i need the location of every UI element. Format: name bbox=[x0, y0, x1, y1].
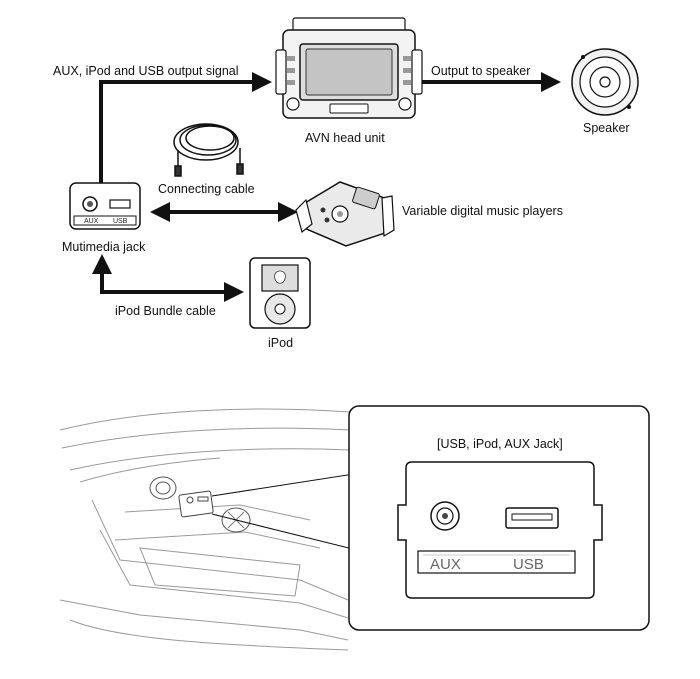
music-player-icon bbox=[295, 181, 395, 247]
signal-arrows bbox=[92, 72, 561, 302]
multimedia-jack-icon: AUX USB bbox=[69, 182, 141, 230]
label-ipod-bundle-cable: iPod Bundle cable bbox=[115, 304, 216, 318]
detail-usb-label: USB bbox=[513, 556, 544, 573]
console-sketch bbox=[59, 408, 351, 651]
label-variable-players: Variable digital music players bbox=[402, 204, 563, 218]
jack-aux-label: AUX bbox=[84, 218, 99, 225]
avn-head-unit bbox=[275, 17, 423, 119]
label-speaker: Speaker bbox=[583, 121, 630, 135]
diagram-labels: AUX, iPod and USB output signal Output t… bbox=[53, 64, 630, 350]
label-output-to-speaker: Output to speaker bbox=[431, 64, 530, 78]
detail-aux-label: AUX bbox=[430, 556, 461, 573]
ipod-icon bbox=[249, 257, 311, 329]
connecting-cable-icon bbox=[173, 123, 244, 177]
arrow-jack-to-head-unit bbox=[99, 72, 272, 183]
label-connecting-cable: Connecting cable bbox=[158, 182, 255, 196]
detail-title: [USB, iPod, AUX Jack] bbox=[437, 437, 563, 451]
label-multimedia-jack: Mutimedia jack bbox=[62, 240, 146, 254]
jack-usb-label: USB bbox=[113, 218, 128, 225]
label-avn-head-unit: AVN head unit bbox=[305, 131, 385, 145]
speaker-icon bbox=[571, 48, 639, 116]
label-aux-ipod-usb-signal: AUX, iPod and USB output signal bbox=[53, 64, 239, 78]
arrow-jack-ipod bbox=[92, 254, 244, 302]
detail-panel: [USB, iPod, AUX Jack] AUX USB bbox=[348, 405, 650, 631]
label-ipod: iPod bbox=[268, 336, 293, 350]
